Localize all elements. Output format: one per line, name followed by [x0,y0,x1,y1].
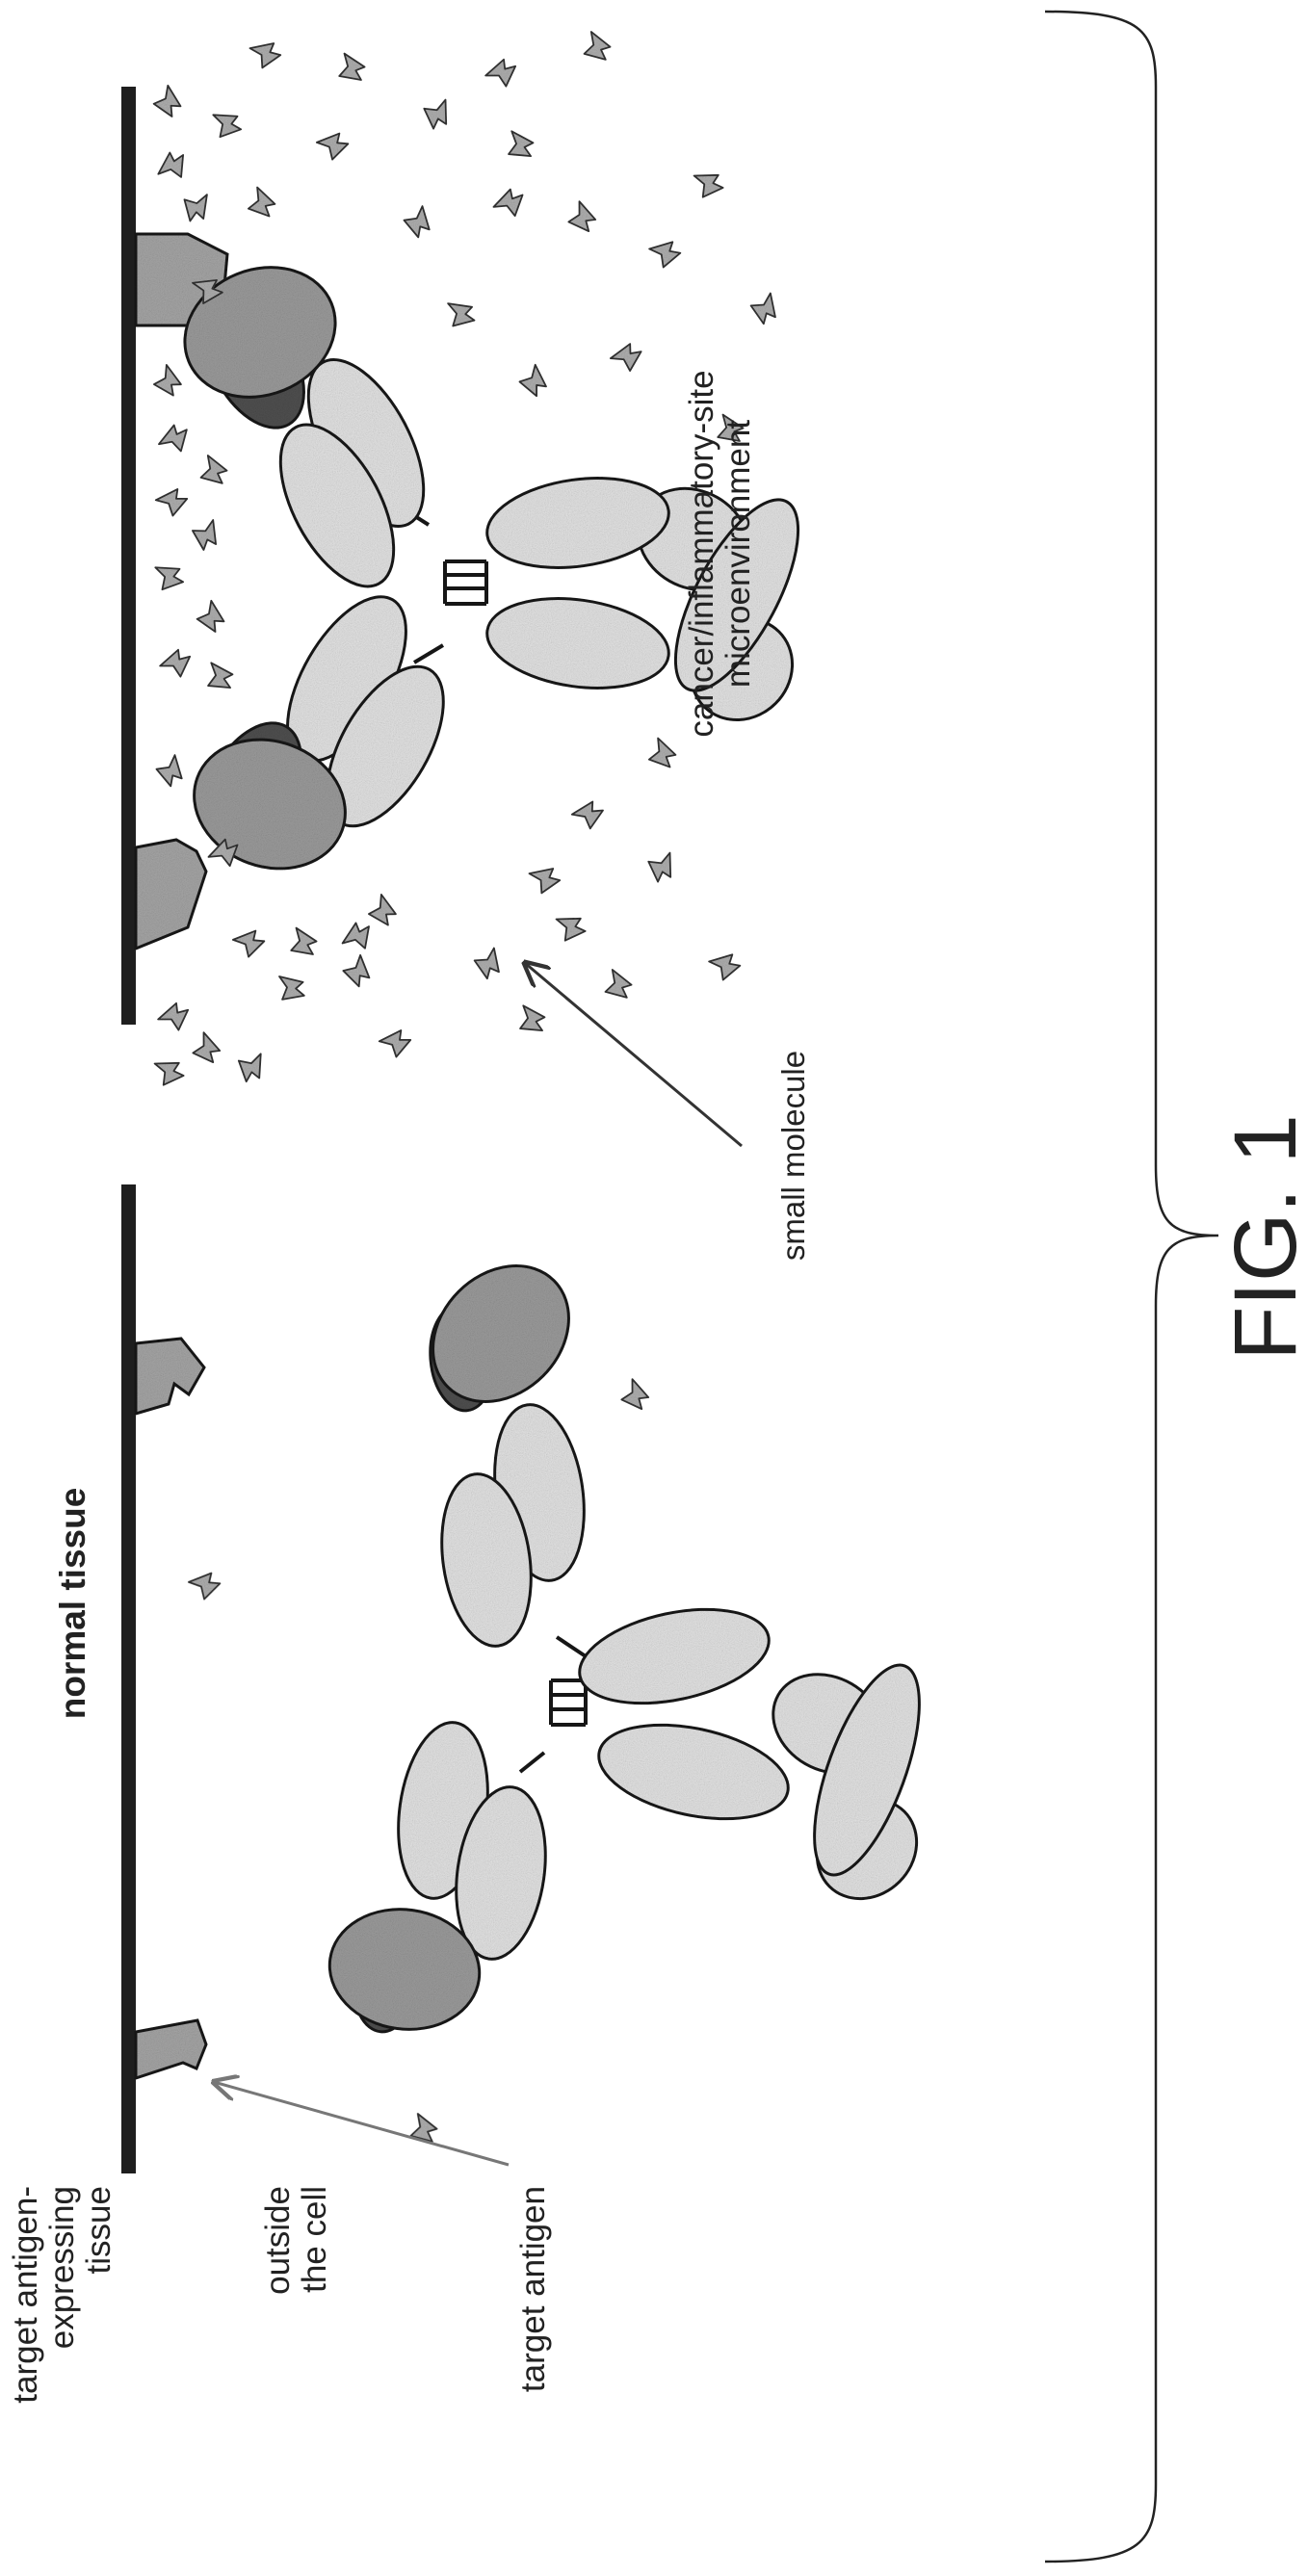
small-molecule-icon [649,236,681,268]
small-molecule-icon [485,56,517,88]
small-molecule-icon [279,975,304,1000]
small-molecule-icon [572,796,605,829]
figure-caption: FIG. 1 [1216,1114,1308,1361]
small-molecule-icon [290,928,318,956]
small-molecule-icon [248,187,278,218]
small-molecule-icon [153,86,186,118]
small-molecule-icon [557,911,587,941]
small-molecule-icon [233,924,266,957]
small-molecule-icon [153,365,185,397]
small-molecule-icon [648,853,678,883]
small-molecule-icon [620,1379,652,1411]
small-molecule-icon [192,520,222,551]
small-molecule-icon [605,970,635,1000]
membrane-cancer [121,87,136,1025]
label-outside-the-cell: outside the cell [259,2186,333,2295]
small-molecule-icon [519,1005,546,1032]
small-molecule-icon [368,895,400,926]
small-molecule-icon [160,646,192,678]
outside-label-line1: outside [259,2186,297,2295]
small-molecule-icon [567,201,599,233]
small-molecule-icon [156,755,188,787]
small-molecule-icon [709,949,741,980]
cancer-label-line2: microenvironment [719,420,757,688]
small-molecule-icon [474,948,506,979]
tissue-label-line3: tissue [80,2186,118,2274]
small-molecule-icon [249,37,281,68]
small-molecule-icon [213,109,241,137]
small-molecule-icon [379,1025,412,1057]
target-antigen-label: target antigen [514,2186,552,2392]
small-molecule-icon [192,1032,223,1064]
normal-tissue-label: normal tissue [53,1488,92,1720]
small-molecule-icon [584,32,614,62]
antigen-icon [136,840,206,949]
small-molecule-icon [694,168,724,197]
cancer-label-line1: cancer/inflammatory-site [683,370,720,737]
small-molecule-icon [493,186,524,217]
small-molecule-icon [519,365,552,398]
small-molecule-icon [338,54,366,82]
small-molecule-icon [611,339,642,371]
small-molecule-label: small molecule [775,1051,811,1261]
membrane-normal [121,1184,136,2173]
small-molecule-icon [200,455,230,485]
tissue-label-line2: expressing [43,2186,81,2349]
small-molecule-icon [508,131,535,158]
small-molecule-icon [196,601,229,634]
small-molecule-icon [529,862,561,894]
small-molecule-icon [750,293,782,325]
small-molecule-icon [239,1054,267,1081]
label-target-antigen-expressing-tissue: target antigen- expressing tissue [7,2186,118,2404]
small-molecule-icon [424,100,454,130]
small-molecule-icon [189,1567,222,1600]
small-molecule-icon [184,195,211,221]
label-cancer-microenvironment: cancer/inflammatory-site microenvironmen… [683,370,757,737]
small-molecule-icon [158,151,185,178]
small-molecule-icon [156,483,189,516]
tissue-label-line1: target antigen- [7,2186,44,2404]
small-molecule-icon [159,423,189,453]
small-molecule-icon [155,561,183,589]
small-molecule-icon [343,955,376,988]
small-molecule-arrow [525,963,742,1146]
small-molecule-icon [404,206,435,238]
small-molecule-icon [648,738,679,768]
outside-label-line2: the cell [296,2186,333,2293]
small-molecule-icon [207,663,234,690]
small-molecule-icon [448,299,475,326]
small-molecule-icon [343,921,371,949]
small-molecule-icon [155,1055,185,1085]
antigen-icon [136,1339,204,1414]
antibody-icon [322,1238,941,2039]
small-molecule-icon [317,127,350,160]
brace [1045,12,1218,2562]
target-antigen-arrow [214,2082,509,2165]
antigen-icon [136,2020,206,2078]
small-molecule-icon [158,1000,190,1031]
